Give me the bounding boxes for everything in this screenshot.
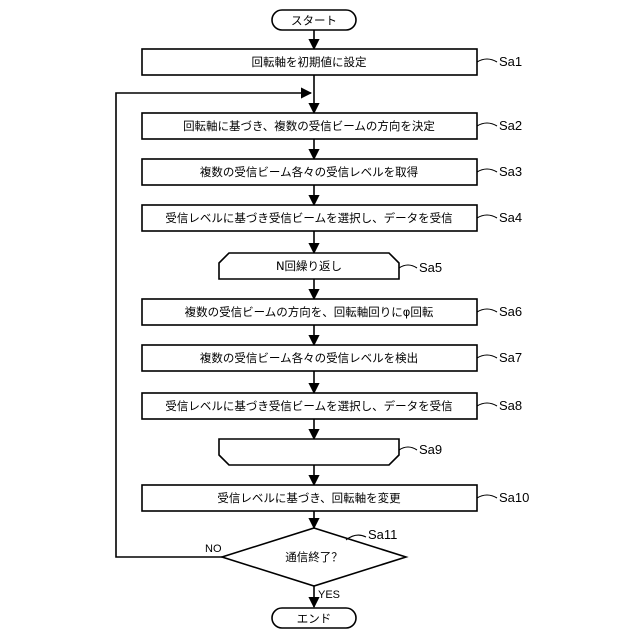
step-label: 受信レベルに基づき受信ビームを選択し、データを受信 [165, 399, 452, 413]
yes-branch-label: YES [318, 589, 340, 601]
leader-sa5 [399, 265, 417, 268]
step-ref-sa4: Sa4 [499, 210, 522, 225]
step-ref-sa5: Sa5 [419, 260, 442, 275]
step-label: 複数の受信ビーム各々の受信レベルを検出 [200, 351, 418, 365]
step-ref-sa2: Sa2 [499, 118, 522, 133]
start-terminal: スタート [272, 10, 356, 30]
step-ref-sa8: Sa8 [499, 398, 522, 413]
step-sa2: 回転軸に基づき、複数の受信ビームの方向を決定 [142, 113, 477, 139]
end-terminal: エンド [272, 608, 356, 628]
step-ref-sa6: Sa6 [499, 304, 522, 319]
leader-sa6 [477, 309, 497, 312]
start-label: スタート [291, 14, 337, 28]
step-sa3: 複数の受信ビーム各々の受信レベルを取得 [142, 159, 477, 185]
step-label: 複数の受信ビーム各々の受信レベルを取得 [200, 165, 418, 179]
step-sa1: 回転軸を初期値に設定 [142, 49, 477, 75]
step-label: 受信レベルに基づき、回転軸を変更 [217, 491, 401, 505]
decision-label: 通信終了？ [285, 550, 343, 564]
leader-sa4 [477, 215, 497, 218]
step-ref-sa3: Sa3 [499, 164, 522, 179]
step-ref-sa1: Sa1 [499, 54, 522, 69]
step-sa8: 受信レベルに基づき受信ビームを選択し、データを受信 [142, 393, 477, 419]
step-sa6: 複数の受信ビームの方向を、回転軸回りにφ回転 [142, 299, 477, 325]
step-sa4: 受信レベルに基づき受信ビームを選択し、データを受信 [142, 205, 477, 231]
step-sa10: 受信レベルに基づき、回転軸を変更 [142, 485, 477, 511]
loop-start-sa5: N回繰り返し [219, 253, 399, 279]
leader-sa2 [477, 123, 497, 126]
leader-sa1 [477, 59, 497, 62]
leader-sa8 [477, 403, 497, 406]
step-ref-sa7: Sa7 [499, 350, 522, 365]
step-sa7: 複数の受信ビーム各々の受信レベルを検出 [142, 345, 477, 371]
step-ref-sa9: Sa9 [419, 442, 442, 457]
step-ref-sa10: Sa10 [499, 490, 529, 505]
step-label: 回転軸に基づき、複数の受信ビームの方向を決定 [183, 119, 435, 133]
step-label: 受信レベルに基づき受信ビームを選択し、データを受信 [165, 211, 452, 225]
leader-sa9 [399, 447, 417, 450]
leader-sa7 [477, 355, 497, 358]
end-label: エンド [297, 612, 332, 626]
loop-start-label: N回繰り返し [276, 259, 342, 273]
no-branch-label: NO [205, 543, 222, 555]
leader-sa10 [477, 495, 497, 498]
step-label: 複数の受信ビームの方向を、回転軸回りにφ回転 [185, 305, 434, 319]
step-ref-sa11: Sa11 [368, 527, 397, 542]
leader-sa3 [477, 169, 497, 172]
step-label: 回転軸を初期値に設定 [252, 55, 367, 69]
loop-end-sa9 [219, 439, 399, 465]
